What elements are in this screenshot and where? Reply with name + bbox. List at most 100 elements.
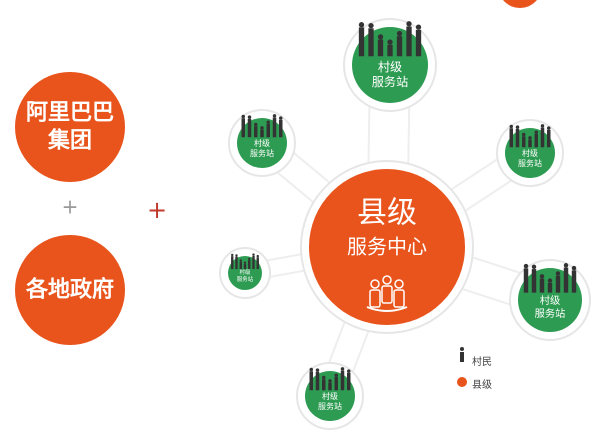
villager-icon-head xyxy=(235,254,238,257)
villager-icon xyxy=(334,377,338,391)
villager-icon-head xyxy=(243,261,247,264)
villager-icon xyxy=(254,126,258,138)
villager-icon xyxy=(231,256,234,270)
villager-icon xyxy=(340,370,345,391)
station-line1: 村级 xyxy=(254,139,270,149)
villager-icon-head xyxy=(315,368,320,372)
villager-icon-head xyxy=(279,116,283,120)
villager-icon-head xyxy=(571,265,577,271)
villager-icon xyxy=(522,136,526,148)
villager-icon xyxy=(387,44,393,57)
people-group-icon-base xyxy=(366,306,408,312)
station-line1: 村级 xyxy=(322,392,338,402)
villager-icon-head xyxy=(563,263,569,268)
villager-icon-head xyxy=(322,375,326,380)
villager-icon xyxy=(243,263,247,270)
villager-icon xyxy=(515,128,520,148)
villager-icon xyxy=(528,139,532,148)
station-line1: 村级 xyxy=(377,59,403,74)
villager-icon xyxy=(279,119,283,138)
villager-icon-head xyxy=(396,30,403,37)
villager-icon xyxy=(555,275,561,293)
villager-icon-head xyxy=(254,122,258,127)
villager-icon xyxy=(415,29,422,57)
legend-county: 县级 xyxy=(472,380,492,391)
villager-icon xyxy=(252,255,255,270)
villager-icon xyxy=(248,260,251,270)
village-station-label: 村级服务站 xyxy=(318,392,342,412)
people-group-icon-head xyxy=(382,275,392,285)
villager-icon-head xyxy=(522,132,526,137)
villager-icon-head xyxy=(534,130,538,135)
villager-icon-head xyxy=(266,120,270,125)
villager-icon xyxy=(540,127,545,148)
legend-county-icon xyxy=(457,377,467,387)
villager-icon-head xyxy=(387,39,393,45)
villager-icon xyxy=(509,128,513,148)
villager-icon-head xyxy=(539,274,545,279)
villager-icon xyxy=(266,124,270,138)
villager-icon-head xyxy=(256,254,259,258)
villager-icon-head xyxy=(406,21,412,27)
villager-icon xyxy=(534,134,538,148)
villager-icon-head xyxy=(247,115,252,119)
villager-icon xyxy=(396,36,403,57)
village-station-label: 村级服务站 xyxy=(518,149,542,169)
county-center-circle xyxy=(309,169,465,325)
villager-icon-head xyxy=(555,271,561,276)
people-group-icon-head xyxy=(394,279,404,289)
station-line1: 村级 xyxy=(539,295,561,308)
villager-icon-head xyxy=(239,259,242,262)
villager-icon xyxy=(328,382,332,391)
villager-icon xyxy=(239,261,242,270)
villager-icon-head xyxy=(309,367,313,372)
legend-villager: 村民 xyxy=(472,357,492,368)
partner-government-circle xyxy=(15,235,125,345)
village-station-label: 村级服务站 xyxy=(535,295,566,321)
station-line2: 服务站 xyxy=(534,308,566,320)
legend-villager-icon xyxy=(460,352,464,362)
villager-icon-head xyxy=(528,136,532,140)
villager-icon-head xyxy=(547,126,551,130)
villager-icon xyxy=(523,268,529,293)
villager-icon xyxy=(347,372,351,391)
villager-icon xyxy=(531,269,537,293)
villager-icon xyxy=(358,27,365,57)
villager-icon-head xyxy=(347,369,351,373)
villager-icon-head xyxy=(531,264,537,270)
county-center-title: 县级 xyxy=(357,195,417,231)
people-group-icon-body xyxy=(381,285,393,304)
people-group-icon-head xyxy=(370,279,380,289)
villager-icon-head xyxy=(340,367,345,371)
villager-icon-head xyxy=(272,114,277,118)
villager-icon-head xyxy=(523,263,529,269)
villager-icon-head xyxy=(231,253,234,257)
station-line1: 村级 xyxy=(522,149,538,159)
plus-sign: + xyxy=(61,194,79,219)
station-line2: 服务站 xyxy=(236,277,254,284)
villager-icon xyxy=(235,256,238,270)
villager-icon-head xyxy=(509,124,513,129)
village-station-label: 村级服务站 xyxy=(372,59,408,89)
villager-icon-head xyxy=(248,257,251,261)
partner-government-label: 各地政府 xyxy=(25,277,115,303)
villager-icon-head xyxy=(241,114,245,119)
people-group-icon-body xyxy=(369,289,381,308)
villager-icon xyxy=(247,118,252,138)
villager-icon xyxy=(260,129,264,138)
station-line1: 村级 xyxy=(239,270,251,277)
villager-icon-head xyxy=(334,373,338,378)
village-station-label: 村级服务站 xyxy=(250,139,274,159)
village-station-label: 村级服务站 xyxy=(237,270,253,284)
villager-icon-head xyxy=(377,34,384,40)
villager-icon-head xyxy=(515,125,520,129)
villager-icon xyxy=(377,39,384,57)
villager-icon xyxy=(547,282,553,293)
villager-icon-head xyxy=(540,124,545,128)
villager-icon-head xyxy=(547,278,553,283)
villager-icon-head xyxy=(252,253,255,256)
villager-icon xyxy=(563,267,569,293)
partner-alibaba-circle xyxy=(15,72,125,182)
